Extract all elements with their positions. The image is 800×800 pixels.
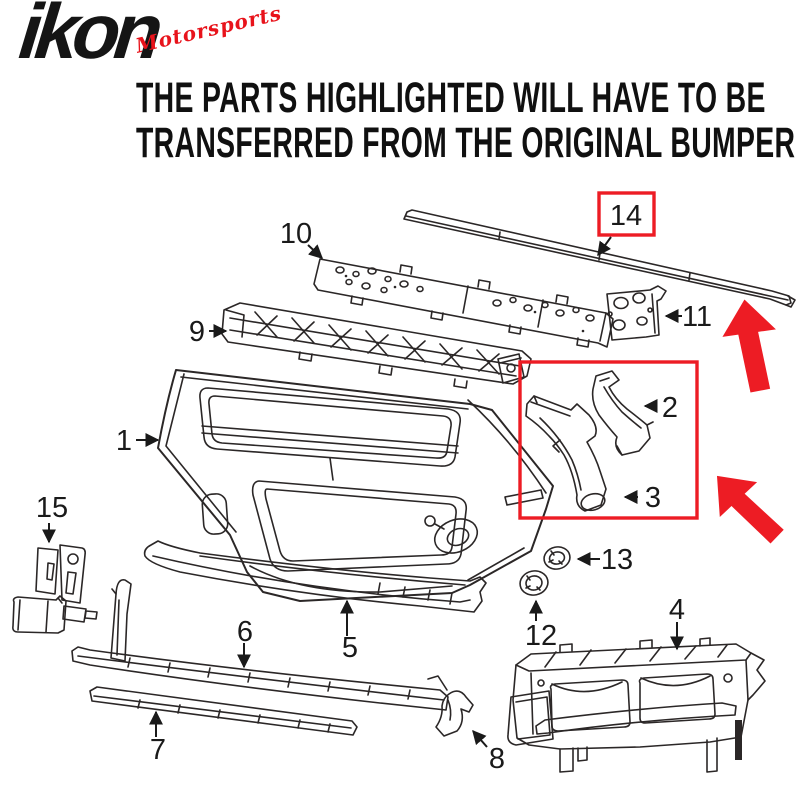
red-arrow-up-left [716,475,784,544]
red-arrow-up [722,299,776,393]
part-label-1: 1 [116,425,132,457]
highlight-box-part-14 [597,191,656,237]
part-12-grommet [519,570,549,596]
part-label-10: 10 [280,218,312,250]
part-label-12: 12 [525,620,557,652]
part-label-4: 4 [669,594,685,626]
part-5-lower-lip [143,540,487,613]
part-7-trim-strip [89,686,358,736]
leader-lines [42,236,684,748]
part-label-14: 14 [610,200,642,232]
part-11-mounting-bracket [606,285,667,341]
part-6-lower-valance [71,578,449,711]
leader-14 [597,236,612,257]
part-10-reinforcement-bar [313,258,614,348]
notice-heading: THE PARTS HIGHLIGHTED WILL HAVE TO BE TR… [0,76,800,166]
part-4-air-duct [507,637,766,773]
leader-10 [307,244,324,259]
leader-8 [472,729,488,748]
part-label-11: 11 [682,301,712,333]
part-15-sensor-bracket [12,544,98,634]
part-number-labels: 1 2 3 4 5 6 7 8 9 10 11 12 13 14 15 [36,200,712,775]
part-label-3: 3 [645,482,661,514]
part-label-8: 8 [489,743,505,775]
part-label-9: 9 [189,316,205,348]
part-9-energy-absorber [221,302,532,389]
part-label-13: 13 [601,544,633,576]
part-13-grommet [543,546,571,570]
part-label-2: 2 [662,392,678,424]
part-10-end-bracket [497,353,525,384]
part-1-bumper-cover [157,369,554,602]
part-label-15: 15 [36,492,68,524]
part-label-6: 6 [237,616,253,648]
part-8-corner-bracket [435,690,474,737]
highlight-box-parts-2-3 [518,360,699,520]
part-2-side-bracket [591,370,654,456]
part-3-side-support [525,395,607,512]
part-label-7: 7 [150,734,166,766]
part-label-5: 5 [342,632,358,664]
notice-heading-line1: THE PARTS HIGHLIGHTED WILL HAVE TO BE [136,74,766,122]
part-14-molding-strip [403,209,796,308]
